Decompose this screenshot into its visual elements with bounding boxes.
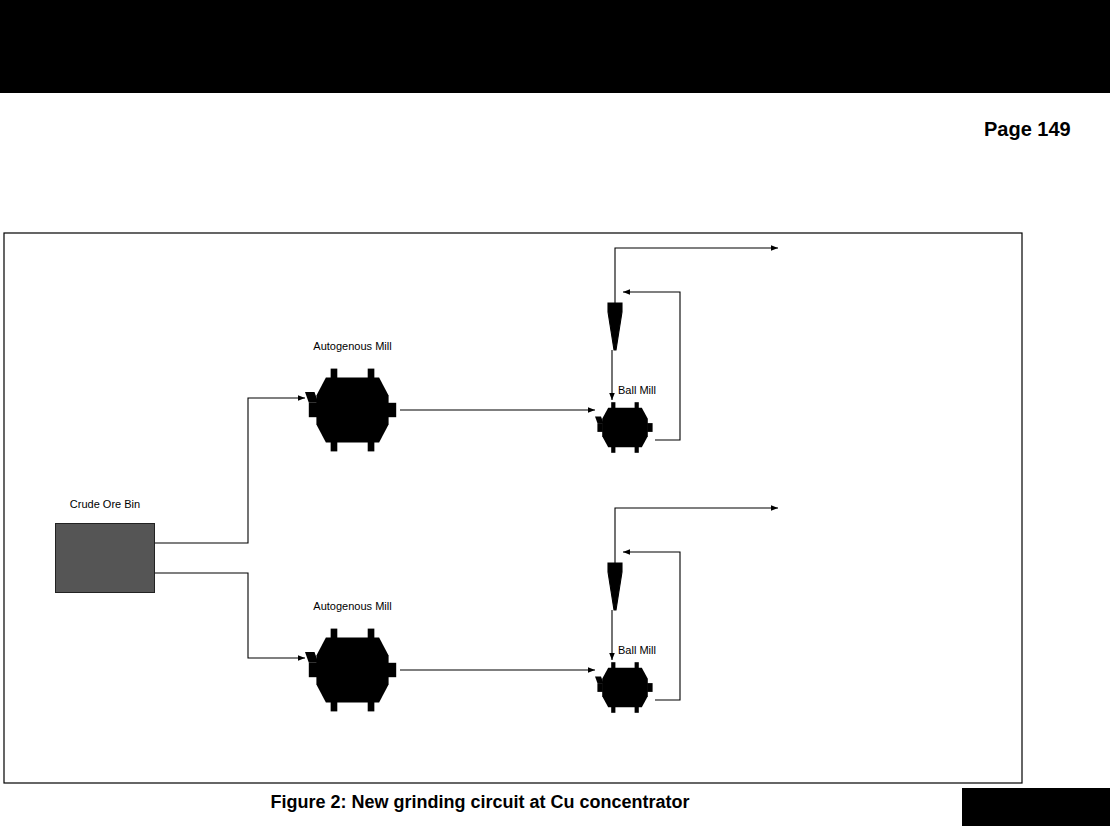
mill-drum — [316, 378, 388, 443]
cyclone-circuit — [608, 248, 778, 440]
feed-chute — [305, 652, 318, 663]
feed-chute — [595, 677, 603, 684]
node-label: Crude Ore Bin — [65, 498, 145, 511]
mill-drum — [316, 638, 388, 703]
flow-arrow — [155, 573, 305, 658]
node-label: Ball Mill — [618, 384, 656, 397]
bin-body — [56, 524, 155, 593]
mill-trunnion — [597, 423, 602, 432]
autogenous-mill: Autogenous Mill — [305, 625, 400, 715]
mill-flange — [611, 662, 615, 713]
node-label: Autogenous Mill — [313, 340, 393, 353]
scan-border — [962, 788, 1110, 826]
mill-flange — [635, 402, 639, 453]
flow-arrow — [400, 409, 595, 410]
mill-flange — [611, 402, 615, 453]
mill-drum — [602, 668, 648, 708]
node-label: Ball Mill — [618, 644, 656, 657]
mill-flange — [331, 369, 338, 452]
mill-trunnion — [647, 683, 652, 692]
feed-chute — [305, 392, 318, 403]
mill-trunnion — [388, 403, 397, 417]
mill-flange — [368, 629, 375, 712]
cyclone-circuit — [608, 508, 778, 700]
node-outline — [55, 523, 155, 593]
mill-flange — [368, 369, 375, 452]
mill-flange — [331, 629, 338, 712]
node-outline — [595, 660, 655, 715]
figure-frame — [4, 233, 1022, 783]
mill-trunnion — [309, 663, 318, 677]
scan-border — [0, 0, 1110, 93]
ball-mill: Ball Mill — [595, 660, 655, 715]
flow-arrow — [155, 398, 305, 543]
mill-flange — [635, 662, 639, 713]
mill-drum — [602, 408, 648, 448]
flow-arrow — [400, 669, 595, 670]
ball-mill: Ball Mill — [595, 400, 655, 455]
feed-chute — [595, 417, 603, 424]
page-number: Page 149 — [984, 118, 1071, 141]
node-outline — [305, 625, 400, 715]
autogenous-mill: Autogenous Mill — [305, 365, 400, 455]
node-outline — [595, 400, 655, 455]
mill-trunnion — [647, 423, 652, 432]
mill-trunnion — [388, 663, 397, 677]
figure-caption: Figure 2: New grinding circuit at Cu con… — [0, 792, 960, 813]
ore-bin: Crude Ore Bin — [55, 523, 155, 593]
node-label: Autogenous Mill — [313, 600, 393, 613]
node-outline — [305, 365, 400, 455]
mill-trunnion — [597, 683, 602, 692]
mill-trunnion — [309, 403, 318, 417]
